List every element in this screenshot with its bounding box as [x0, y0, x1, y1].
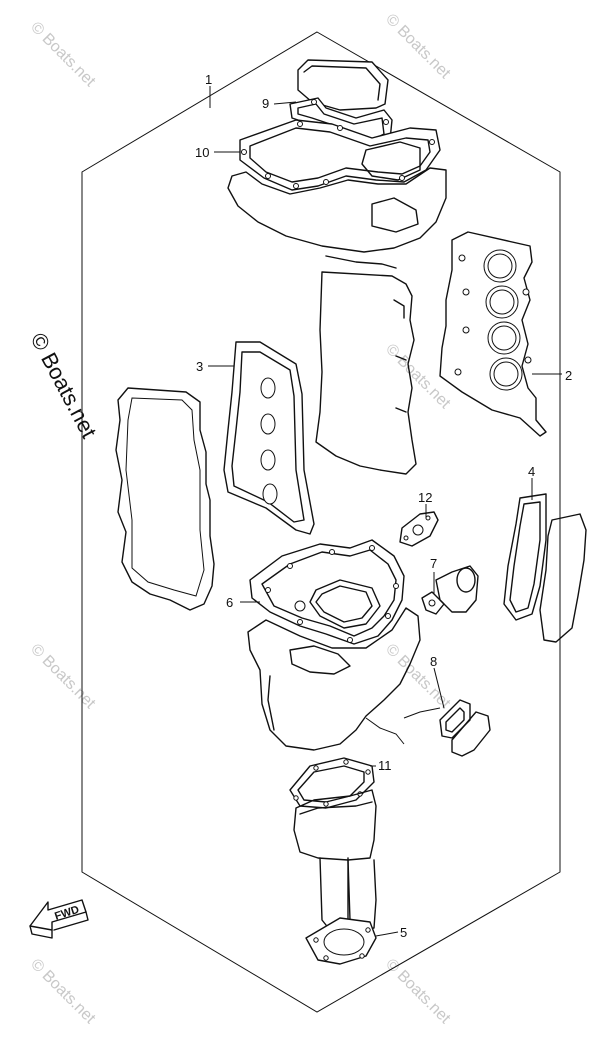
forward-direction-arrow: FWD — [29, 899, 89, 939]
callout-7: 7 — [430, 556, 437, 571]
exhaust-cover-gasket-9 — [297, 59, 389, 111]
callout-1: 1 — [205, 72, 212, 87]
watermark-bottom-right: © Boats.net — [382, 956, 454, 1028]
cylinder-block-outline — [315, 271, 417, 475]
watermark-lower-right: © Boats.net — [382, 641, 454, 713]
gasket-7 — [421, 591, 445, 615]
callout-10: 10 — [195, 145, 209, 160]
cover-plate-8 — [451, 711, 491, 757]
head-cover-gasket-3 — [223, 341, 315, 535]
gasket-11 — [289, 757, 375, 809]
callout-3: 3 — [196, 359, 203, 374]
thermostat-housing — [435, 565, 479, 613]
watermark-large: © Boats.net — [26, 329, 102, 443]
callout-5: 5 — [400, 925, 407, 940]
gasket-6 — [249, 539, 405, 645]
cover-gasket-10 — [239, 119, 441, 191]
callout-2: 2 — [565, 368, 572, 383]
callout-6: 6 — [226, 595, 233, 610]
side-plate — [539, 513, 587, 643]
callout-11: 11 — [378, 758, 392, 773]
side-cover-gasket — [115, 387, 215, 611]
callout-12: 12 — [418, 490, 432, 505]
head-gasket-2 — [439, 231, 547, 437]
exhaust-tube-body — [293, 789, 377, 931]
exhaust-cover-body — [227, 167, 447, 269]
oil-pan-housing — [247, 607, 441, 751]
callout-numbers: 1 2 3 4 5 6 7 8 9 10 11 12 — [195, 72, 572, 940]
gasket-5 — [305, 917, 377, 965]
callout-8: 8 — [430, 654, 437, 669]
kit-boundary — [81, 31, 561, 1013]
watermark-mid-left: © Boats.net — [27, 641, 99, 713]
leader-lines — [208, 86, 562, 937]
callout-4: 4 — [528, 464, 535, 479]
watermark-bottom-left: © Boats.net — [27, 956, 99, 1028]
gasket-12 — [399, 511, 439, 547]
callout-9: 9 — [262, 96, 269, 111]
watermark-top-left: © Boats.net — [27, 19, 99, 91]
watermark-top-right: © Boats.net — [382, 11, 454, 83]
gasket-4 — [503, 493, 547, 621]
